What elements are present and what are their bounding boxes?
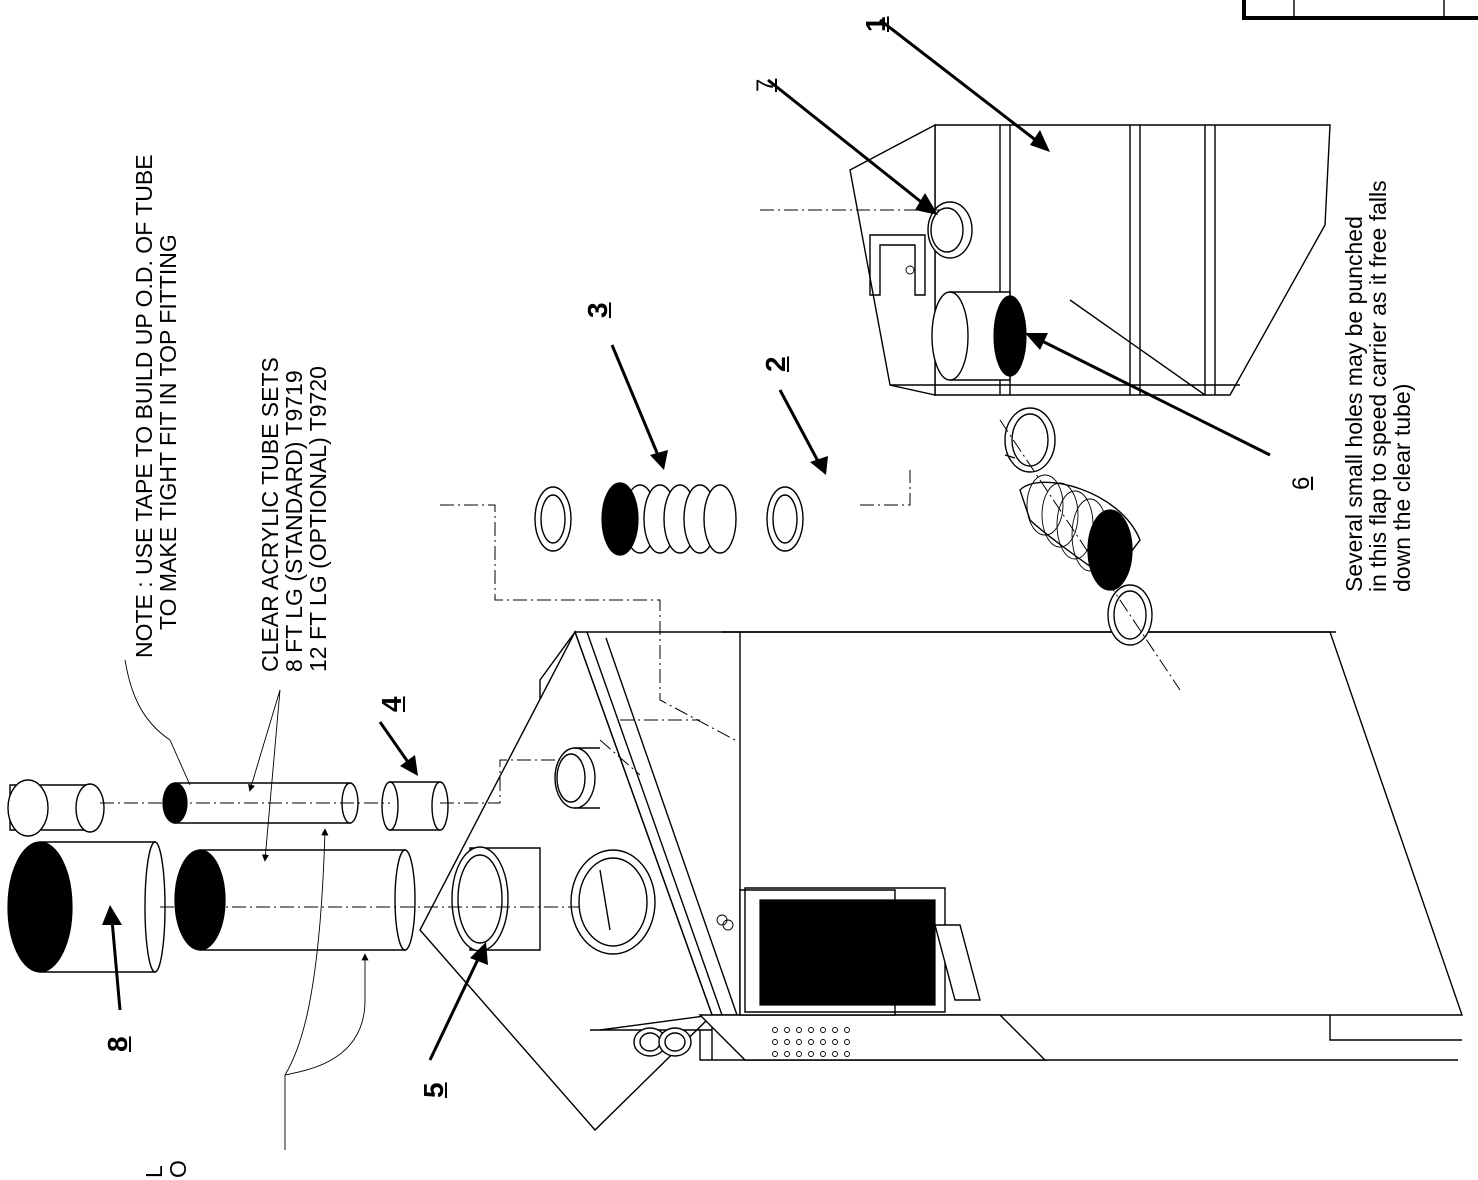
part-3-bellows-group: [534, 482, 804, 556]
centerlines: [100, 209, 1181, 908]
callout-4: 4: [376, 696, 407, 712]
tube-sets-line-3: 12 FT LG (OPTIONAL) T9720: [305, 366, 331, 672]
cabinet-window: [739, 887, 946, 1016]
main-station-cabinet: [419, 630, 1463, 1132]
title-block-fragment: [1242, 0, 1478, 20]
callout-1: 1: [860, 16, 891, 32]
leader-lines: [124, 659, 369, 1150]
cabinet-buttons: [633, 1027, 692, 1057]
note-line-2: TO MAKE TIGHT FIT IN TOP FITTING: [155, 234, 181, 630]
flap-note-line-1: Several small holes may be punched: [1341, 216, 1367, 592]
note-line-1: NOTE : USE TAPE TO BUILD UP O.D. OF TUBE: [131, 154, 157, 658]
callout-2: 2: [760, 356, 791, 372]
bellows-assembly: [1004, 407, 1153, 646]
flap-note-line-3: down the clear tube): [1389, 383, 1415, 592]
callout-7: 7: [752, 78, 779, 92]
cabinet-top-fittings: [554, 747, 656, 955]
tube-sets-line-2: 8 FT LG (STANDARD) T9719: [281, 370, 307, 672]
vent-holes: [772, 1027, 850, 1057]
callout-8: 8: [102, 1036, 133, 1052]
tube-sets-line-1: CLEAR ACRYLIC TUBE SETS: [257, 357, 283, 672]
tube-sets-text: CLEAR ACRYLIC TUBE SETS 8 FT LG (STANDAR…: [257, 357, 331, 672]
callout-5: 5: [418, 1082, 449, 1098]
callout-arrows: [102, 18, 1271, 1061]
tube-set: [7, 779, 541, 973]
note-text: NOTE : USE TAPE TO BUILD UP O.D. OF TUBE…: [131, 154, 181, 658]
flap-note-line-2: in this flap to speed carrier as it free…: [1365, 180, 1391, 592]
edge-letter-l: L: [141, 1165, 167, 1178]
edge-letter-o: O: [165, 1160, 191, 1178]
flap-note-text: Several small holes may be punched in th…: [1341, 180, 1415, 592]
callout-3: 3: [582, 302, 613, 318]
top-module-housing: [849, 123, 1331, 396]
callout-6: 6: [1288, 476, 1315, 490]
